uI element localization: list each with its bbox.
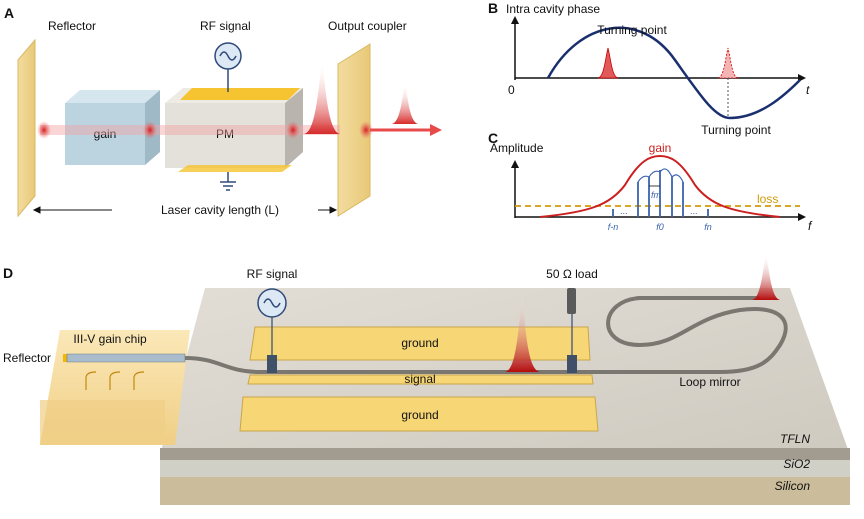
turning-point-top-label: Turning point	[597, 23, 667, 37]
tfln-layer	[160, 448, 850, 460]
panel-d: D RF signal 50 Ω load TFLN SiO2 Silicon …	[3, 252, 850, 505]
gain-label: gain	[94, 127, 117, 141]
ground-electrode-bottom	[239, 396, 599, 432]
reflector-label: Reflector	[48, 19, 96, 33]
f0-label: f0	[656, 222, 664, 232]
load-resistor-icon	[567, 288, 576, 314]
pulse-at-second-turning-point	[717, 47, 739, 79]
amplitude-axis-label: Amplitude	[490, 141, 544, 155]
ellipsis-right: ...	[690, 206, 698, 216]
output-coupler-label: Output coupler	[328, 19, 407, 33]
panel-c: C Amplitude f loss gain fm ... ... f-n f…	[488, 130, 813, 233]
output-coupler-mirror	[337, 43, 371, 217]
panel-a-letter: A	[4, 5, 14, 21]
frequency-axis-label: f	[808, 219, 813, 233]
ellipsis-left: ...	[620, 206, 628, 216]
output-pulse	[752, 252, 780, 300]
reflector-label: Reflector	[3, 351, 51, 365]
ground-electrode-top	[249, 326, 591, 361]
panel-a: A Reflector RF signal Output coupler gai…	[4, 5, 442, 218]
phase-axis-label: Intra cavity phase	[506, 2, 600, 16]
panel-c-letter: C	[488, 130, 498, 146]
silicon-label: Silicon	[775, 479, 811, 493]
sideband-coupling-arrows	[637, 168, 684, 183]
sio2-layer	[160, 460, 850, 477]
waveguide	[184, 296, 788, 374]
ground-icon	[220, 172, 236, 191]
load-label: 50 Ω load	[546, 267, 598, 281]
panel-d-letter: D	[3, 265, 13, 281]
tfln-label: TFLN	[780, 432, 810, 446]
loop-mirror-label: Loop mirror	[679, 375, 740, 389]
turning-point-bottom-label: Turning point	[701, 123, 771, 137]
pm-label: PM	[216, 127, 234, 141]
sine-wave-icon	[263, 298, 281, 308]
silicon-layer	[160, 477, 850, 505]
rf-probe	[267, 355, 277, 373]
phase-curve	[546, 26, 801, 120]
comb-lines	[612, 170, 709, 217]
panel-b-letter: B	[488, 0, 498, 16]
reflector-facet	[63, 354, 67, 362]
cavity-length-arrows	[32, 206, 338, 214]
load-probe	[567, 355, 577, 373]
gain-chip-contacts	[85, 371, 145, 390]
loss-label: loss	[757, 192, 778, 206]
gain-curve	[539, 154, 781, 218]
fn-label: fn	[704, 222, 712, 232]
reflector-mirror	[17, 38, 36, 218]
signal-electrode	[247, 374, 594, 385]
cavity-length-label: Laser cavity length (L)	[161, 203, 279, 217]
gain-chip-label: III-V gain chip	[73, 332, 147, 346]
pulse-at-turning-point	[597, 47, 619, 79]
output-pulse	[392, 82, 418, 124]
rf-signal-label: RF signal	[247, 267, 298, 281]
sio2-label: SiO2	[783, 457, 810, 471]
top-electrode	[180, 88, 300, 100]
intracavity-pulse	[505, 292, 540, 372]
beam-spots	[37, 121, 373, 139]
f-minus-n-label: f-n	[608, 222, 619, 232]
ground-bottom-label: ground	[401, 408, 438, 422]
fm-label: fm	[651, 190, 662, 200]
time-axis-label: t	[806, 83, 810, 97]
origin-label: 0	[508, 83, 515, 97]
panel-b: B Intra cavity phase 0 t Turning point T…	[488, 0, 810, 137]
ground-top-label: ground	[401, 336, 438, 350]
intracavity-pulse	[304, 60, 340, 134]
bottom-electrode	[178, 165, 292, 172]
signal-label: signal	[404, 372, 435, 386]
gain-label: gain	[649, 141, 672, 155]
gain-waveguide	[66, 353, 186, 363]
rf-signal-label: RF signal	[200, 19, 251, 33]
sine-wave-icon	[219, 51, 237, 61]
